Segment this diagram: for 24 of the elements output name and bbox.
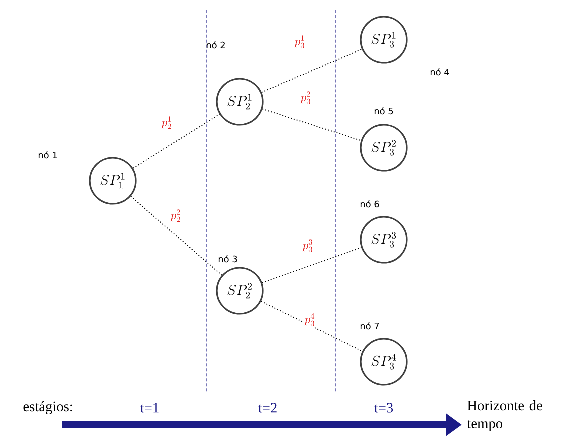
axis-title: Horizonte de tempo bbox=[467, 400, 542, 432]
tree-branch bbox=[260, 301, 364, 352]
node-label: nó 6 bbox=[360, 200, 380, 208]
probability-label: $p_3^2$ bbox=[300, 90, 312, 106]
stage-label: t=3 bbox=[374, 403, 394, 413]
probability-label: $p_3^4$ bbox=[304, 312, 316, 328]
node-label: nó 2 bbox=[206, 41, 225, 49]
tree-branch bbox=[132, 114, 220, 169]
axis-label: estágios: bbox=[24, 401, 72, 415]
tree-branch bbox=[262, 247, 362, 284]
tree-branch bbox=[261, 48, 363, 94]
node-label: nó 1 bbox=[38, 151, 58, 159]
tree-branch bbox=[262, 108, 362, 142]
probability-label: $p_3^3$ bbox=[302, 238, 314, 254]
node-label: nó 5 bbox=[374, 107, 394, 115]
node-label: nó 3 bbox=[218, 255, 238, 263]
probability-label: $p_2^2$ bbox=[170, 208, 182, 224]
probability-label: $p_2^1$ bbox=[160, 116, 174, 130]
stage-label: t=1 bbox=[140, 403, 159, 413]
probability-label: $p_3^1$ bbox=[294, 34, 306, 50]
node-label: nó 4 bbox=[430, 68, 450, 76]
tree-branch bbox=[130, 196, 223, 276]
node-label: nó 7 bbox=[360, 322, 380, 330]
stage-label: t=2 bbox=[258, 403, 277, 413]
